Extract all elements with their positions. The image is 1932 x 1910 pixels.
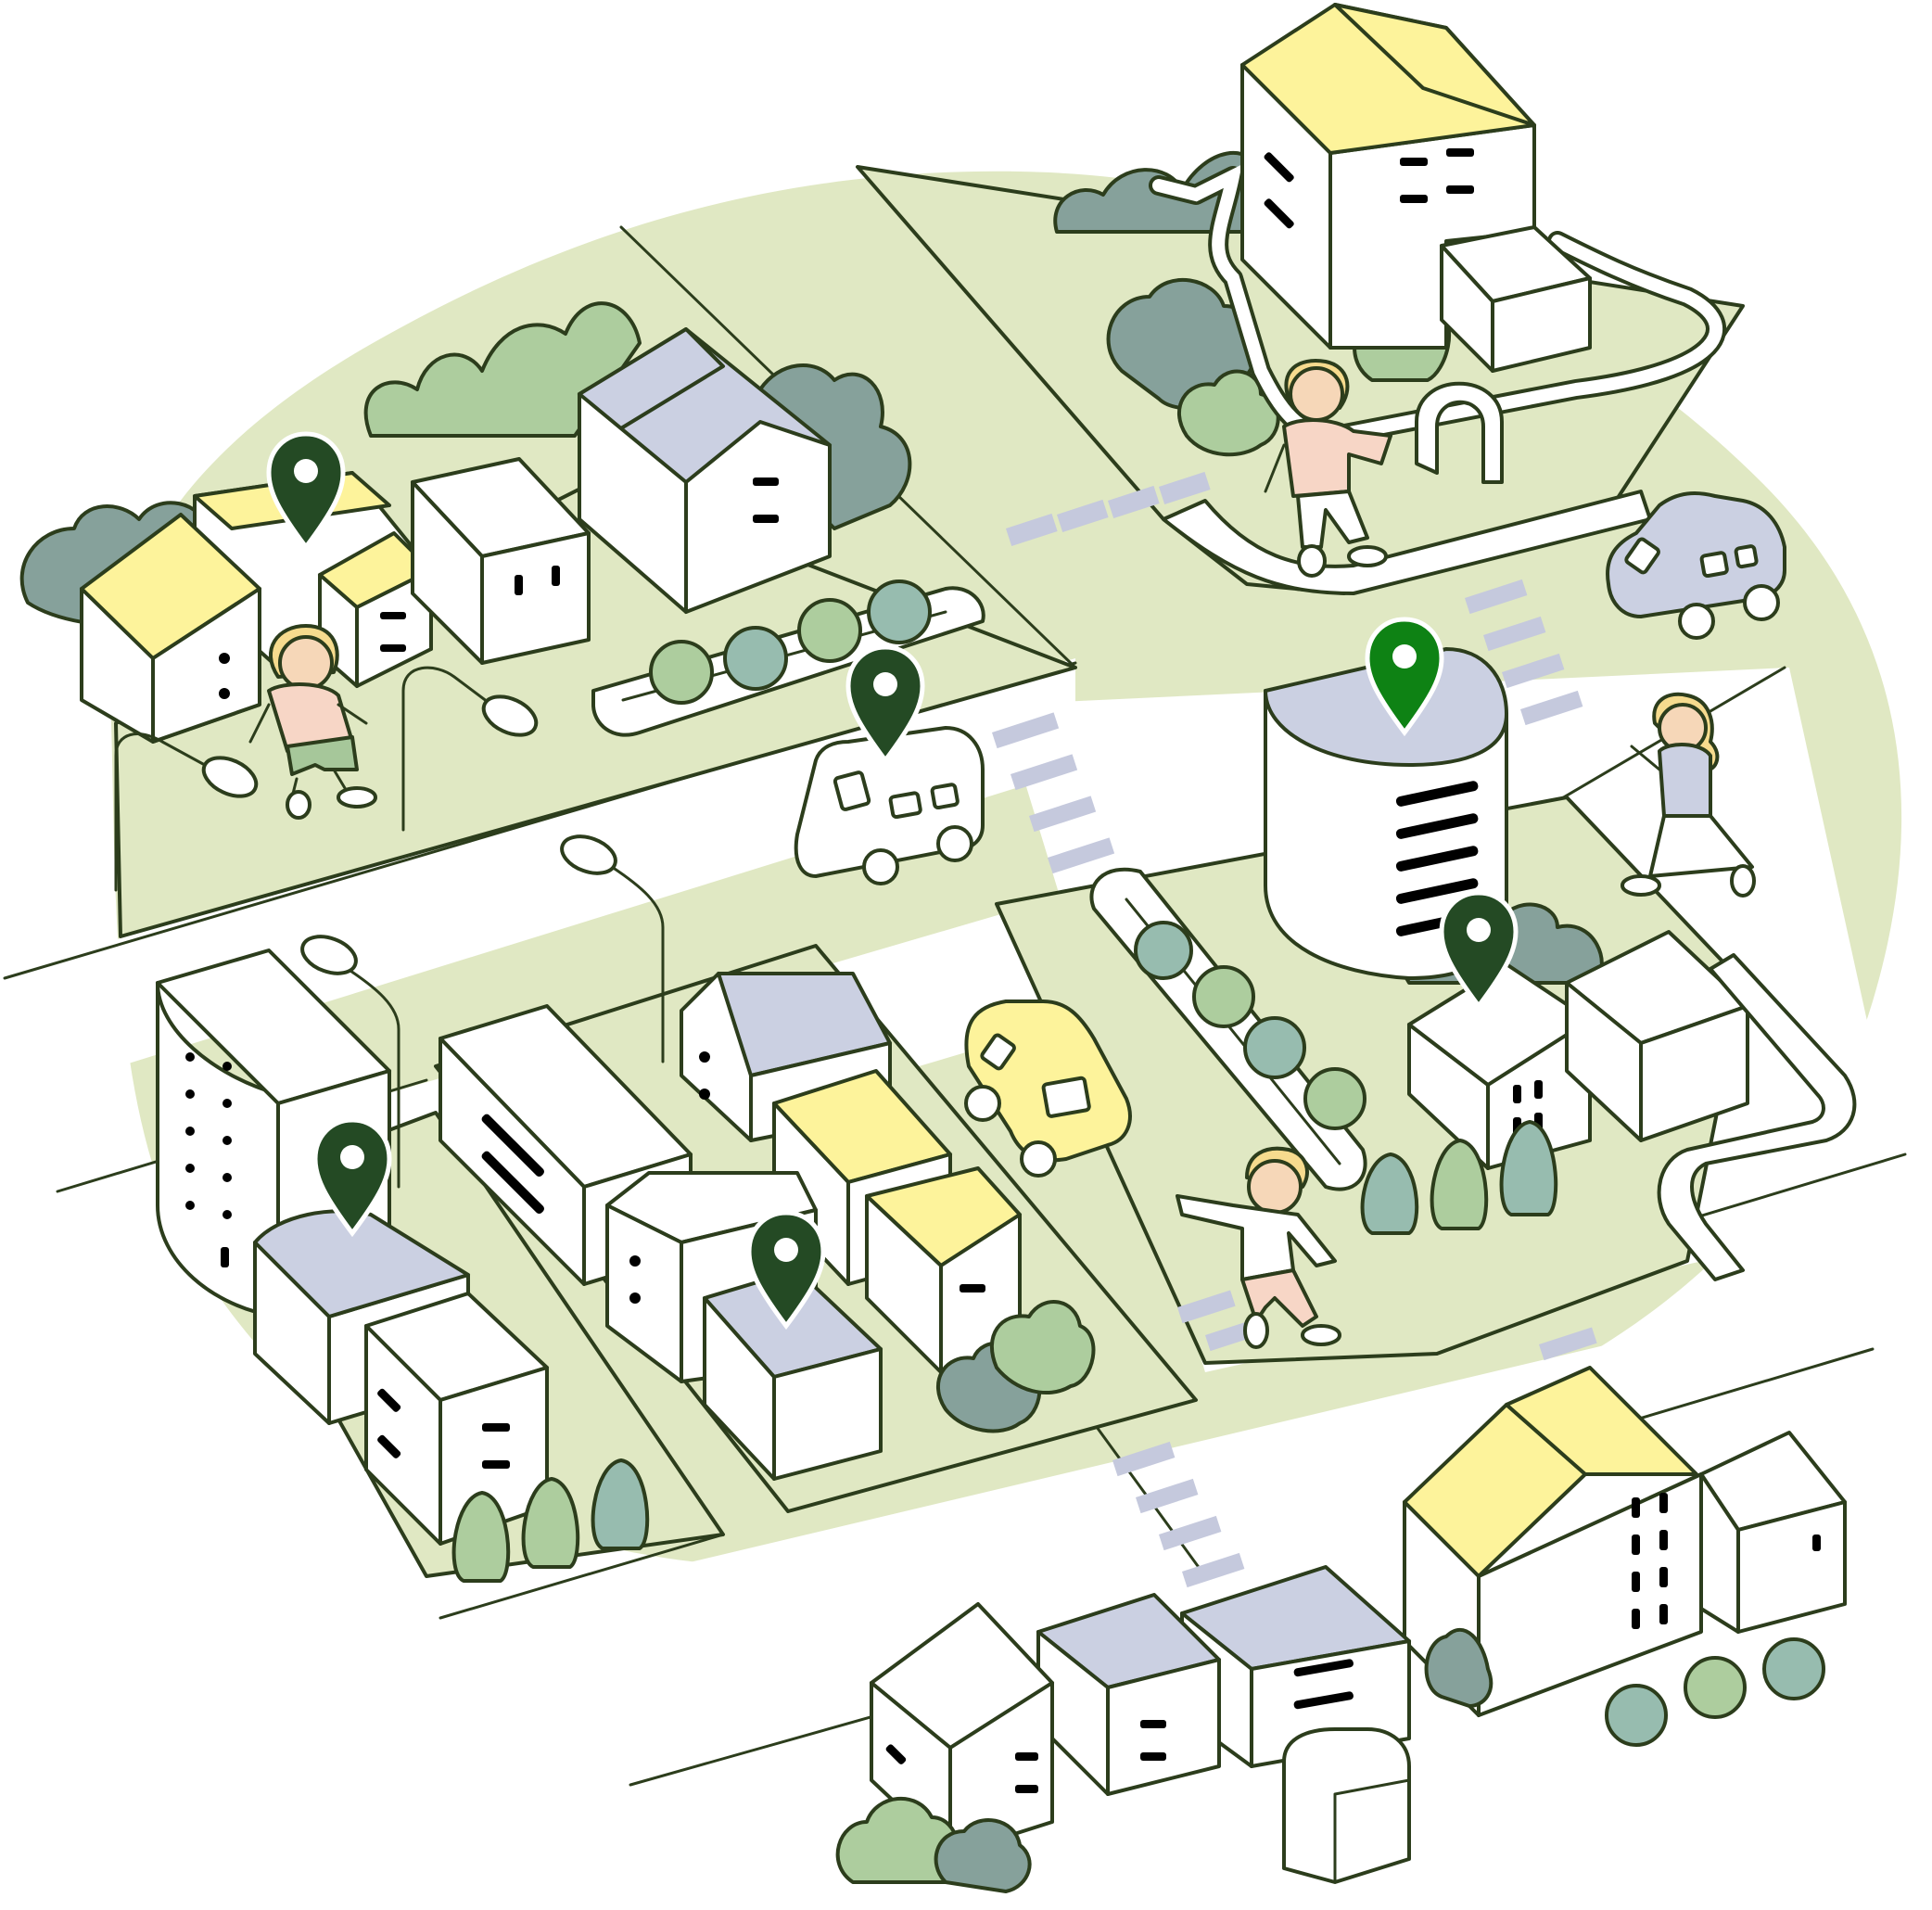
house-south-lavender-cube — [1036, 1593, 1221, 1796]
tree-pointed-sw-1 — [451, 1491, 511, 1583]
bush-north-small — [1176, 369, 1280, 457]
tree-pointed-east-3 — [1499, 1120, 1558, 1216]
crosswalk-north — [1005, 471, 1211, 547]
pin-east-house[interactable] — [1439, 890, 1519, 1011]
streetlamp-central — [560, 834, 665, 1063]
pin-white-van[interactable] — [845, 644, 925, 765]
house-yellow-middle — [318, 531, 433, 688]
buildings-south — [835, 1366, 1847, 1893]
pin-round-tower[interactable] — [1365, 617, 1444, 737]
house-south-yellow-gable — [1403, 1366, 1703, 1717]
lavender-car[interactable] — [1606, 491, 1786, 640]
streetlamp-northwest-1 — [114, 732, 259, 892]
bush-south-5 — [1762, 1637, 1825, 1700]
people — [248, 359, 1756, 1349]
road-edge — [439, 1533, 725, 1620]
tree-pointed-east-1 — [1360, 1152, 1419, 1235]
house-small-cube-north — [1440, 225, 1592, 373]
person-jumping[interactable] — [1176, 1146, 1341, 1349]
streetlamp-northwest-2 — [401, 666, 539, 832]
pin-southwest-block[interactable] — [312, 1117, 392, 1238]
house-central-lavender-cube — [703, 1268, 883, 1481]
bush-central-light — [990, 1300, 1096, 1395]
crosswalk-center — [992, 712, 1115, 874]
planter-northwest — [591, 579, 985, 737]
house-white-cube — [411, 457, 591, 665]
bush-south-4 — [1684, 1656, 1747, 1719]
bush-cluster-north-green — [363, 301, 642, 438]
path-east — [1657, 953, 1857, 1281]
house-east-cube — [1565, 930, 1749, 1142]
tree-pointed-east-2 — [1430, 1139, 1489, 1230]
house-central-yellow-2 — [865, 1166, 1022, 1374]
pin-central-block[interactable] — [746, 1210, 826, 1331]
tree-pointed-sw-3 — [591, 1458, 650, 1550]
bush-south-2 — [934, 1818, 1032, 1893]
child-walking-northwest[interactable] — [248, 624, 377, 820]
house-tall-yellow-roof — [1240, 3, 1536, 350]
vehicles — [794, 491, 1786, 1178]
house-south-right-cube — [1699, 1431, 1847, 1634]
winding-path-fill — [1152, 164, 1722, 443]
tree-pointed-sw-2 — [521, 1477, 580, 1569]
woman-in-skirt[interactable] — [1621, 692, 1756, 898]
planter-east — [1089, 867, 1367, 1191]
tree-pointed-south — [1424, 1628, 1493, 1708]
buildings-north — [1149, 3, 1726, 595]
crosswalk-south — [1112, 1441, 1245, 1588]
white-van[interactable] — [794, 726, 985, 885]
buildings-east — [1089, 647, 1857, 1281]
house-gable-yellow — [80, 513, 261, 744]
house-lavender-gable — [578, 327, 832, 614]
yellow-van[interactable] — [964, 1000, 1132, 1178]
person-at-gate[interactable] — [1264, 359, 1392, 578]
streetlamp-southwest — [300, 935, 400, 1189]
house-south-white-gable — [870, 1602, 1054, 1856]
house-southwest-front — [364, 1292, 549, 1546]
pin-northwest-houses[interactable] — [266, 431, 346, 552]
bush-south-3 — [1605, 1684, 1668, 1747]
map-pins — [266, 431, 1519, 1331]
garage-south-curved — [1282, 1727, 1411, 1884]
arch-gate — [1415, 381, 1504, 484]
crosswalk-east — [1464, 579, 1583, 726]
